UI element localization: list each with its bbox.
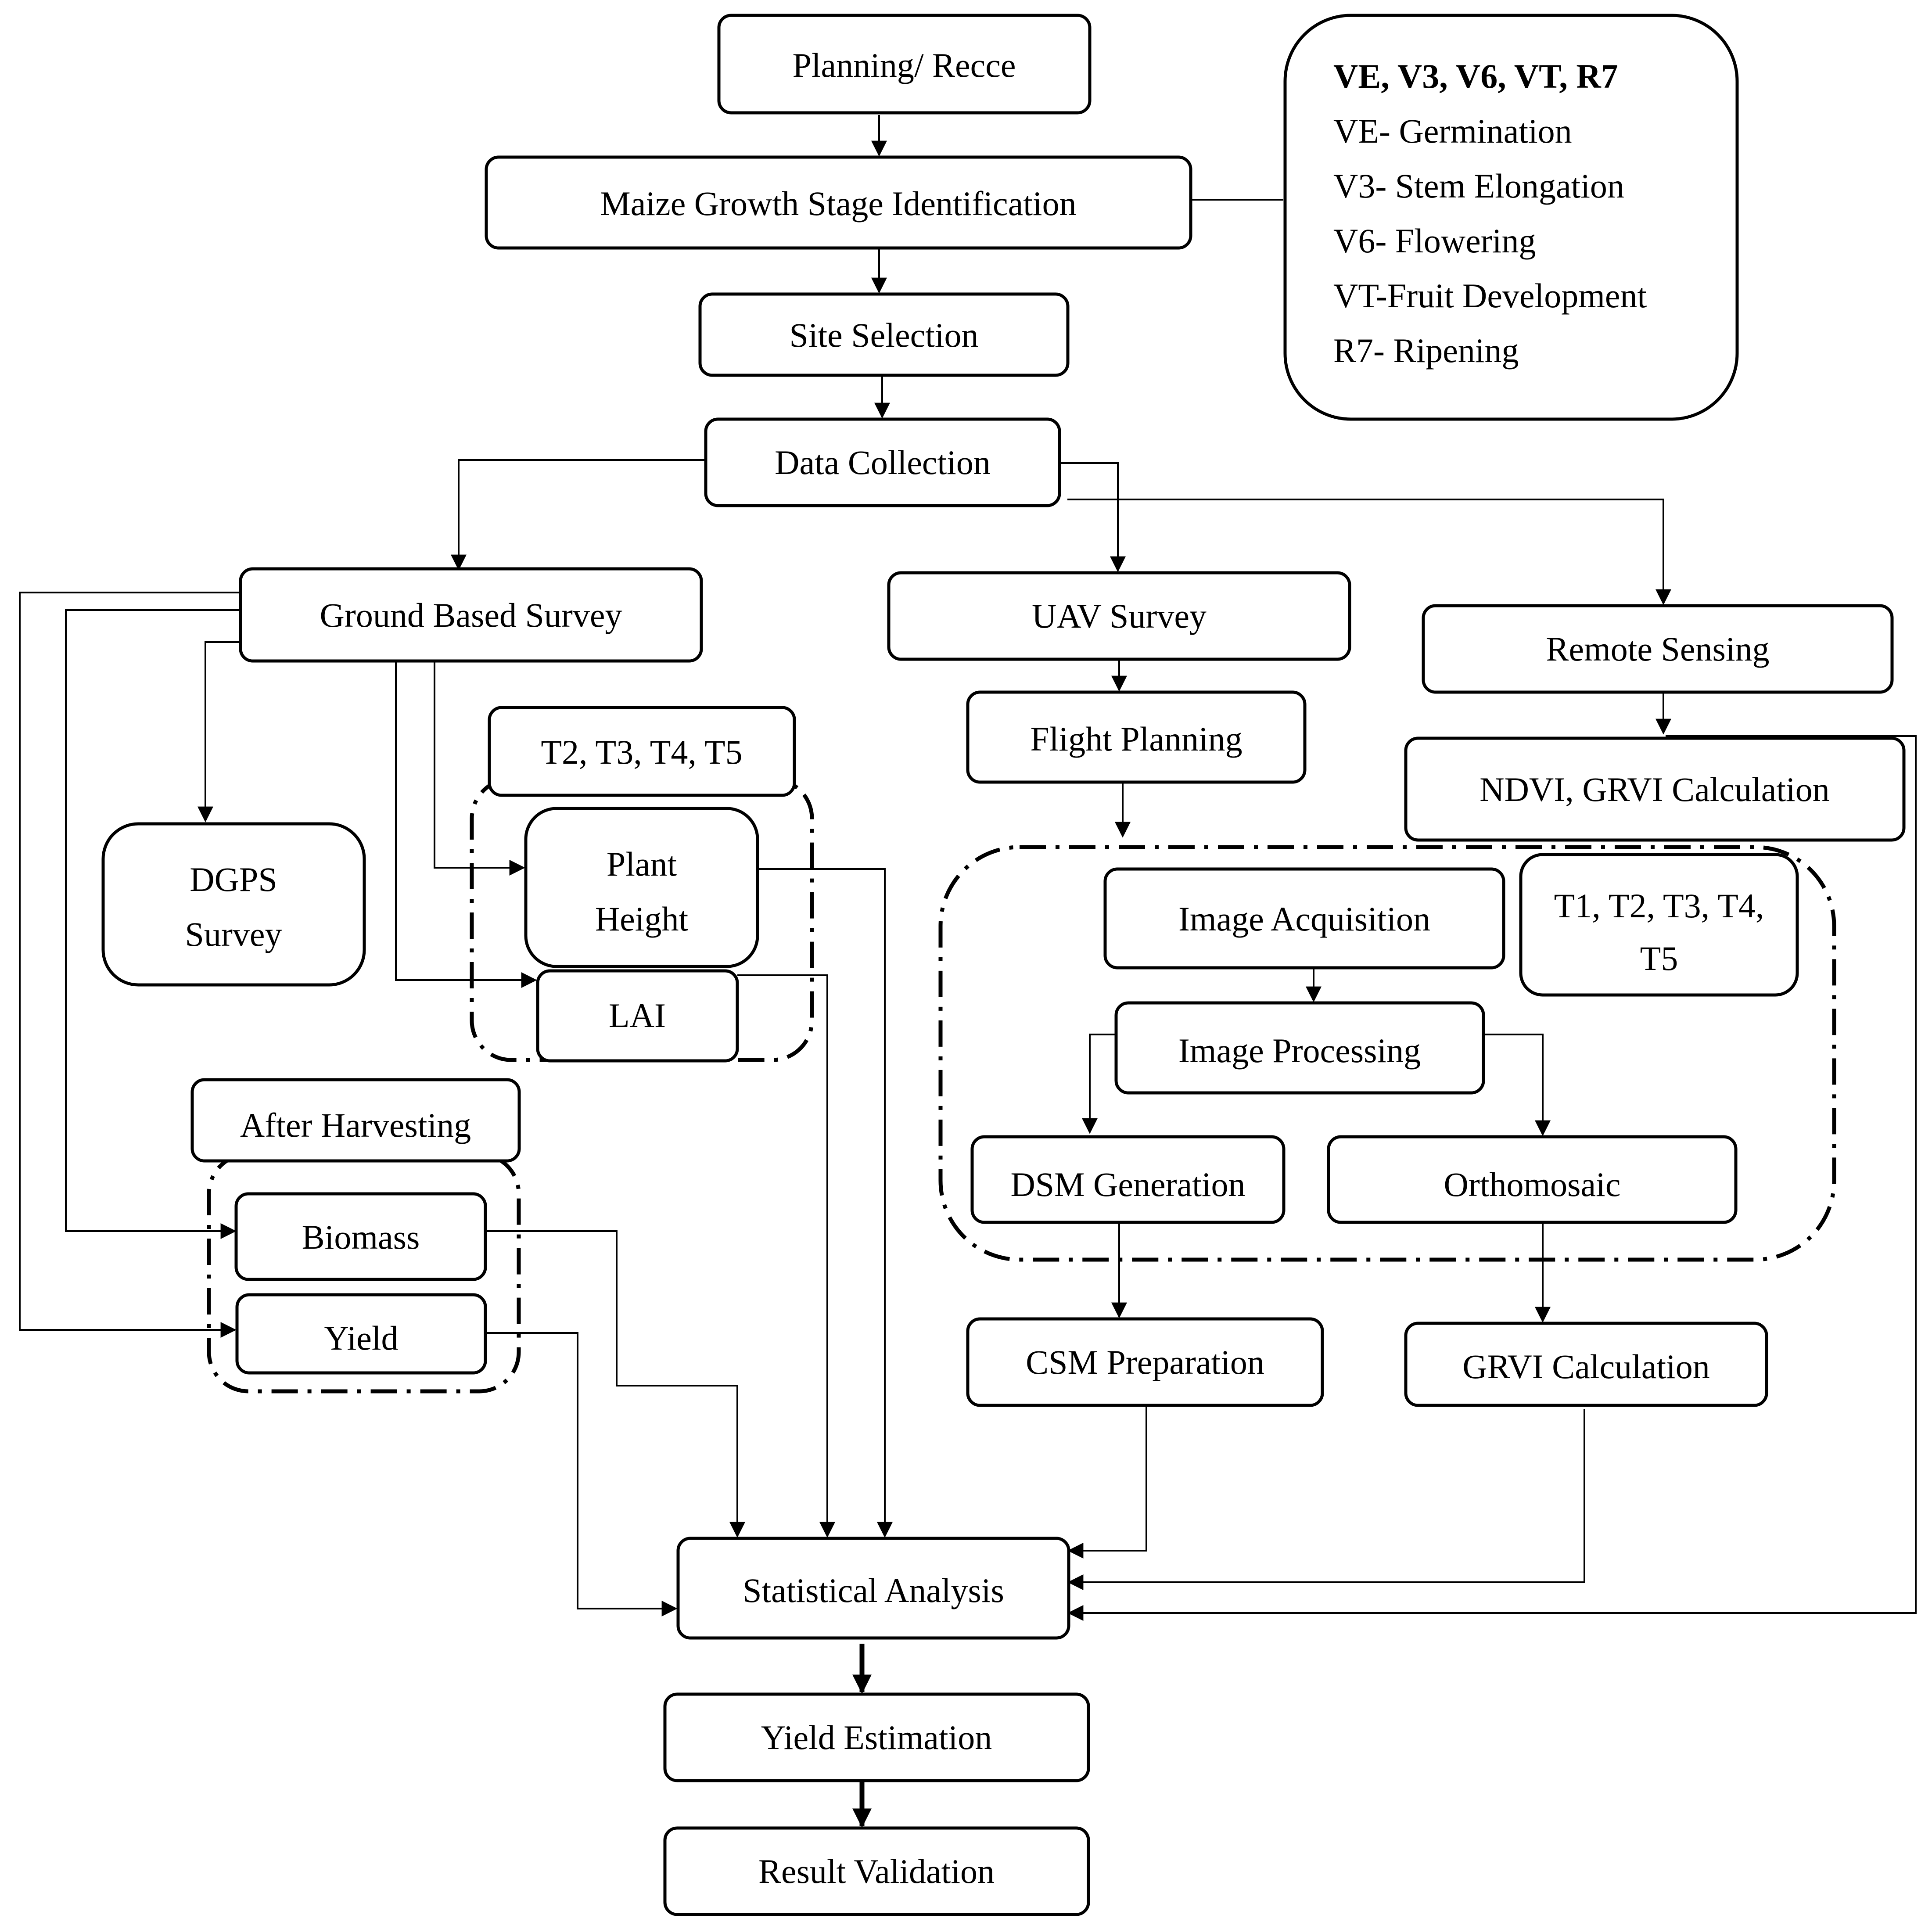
planning-label: Planning/ Recce <box>792 46 1016 84</box>
plant-height-label-line1: Plant <box>607 845 677 883</box>
grvi-calculation-label: GRVI Calculation <box>1462 1347 1709 1386</box>
data-collection-label: Data Collection <box>775 443 991 481</box>
flight-planning-box <box>966 690 1307 784</box>
image-acquisition-box <box>1103 867 1505 970</box>
t1-t5-label-line1: T1, T2, T3, T4, <box>1554 887 1764 925</box>
stage-item: R7- Ripening <box>1333 331 1519 370</box>
uav-survey-box <box>887 571 1351 661</box>
yield-box <box>235 1293 487 1375</box>
planning-box <box>717 14 1092 115</box>
lai-label: LAI <box>609 996 666 1034</box>
biomass-box <box>234 1192 487 1281</box>
stage-item: V6- Flowering <box>1333 222 1536 260</box>
t1-t5-box <box>1519 853 1799 997</box>
statistical-analysis-label: Statistical Analysis <box>743 1571 1004 1609</box>
plant-height-box <box>524 807 759 968</box>
remote-sensing-box <box>1422 604 1894 694</box>
stage-item: V3- Stem Elongation <box>1333 167 1624 205</box>
ndvi-grvi-label: NDVI, GRVI Calculation <box>1480 770 1829 808</box>
result-validation-label: Result Validation <box>758 1852 995 1890</box>
csm-preparation-label: CSM Preparation <box>1026 1343 1264 1381</box>
ground-survey-box <box>239 567 703 663</box>
growth-stage-box <box>485 155 1192 250</box>
result-validation-box <box>663 1826 1090 1916</box>
grvi-calculation-box <box>1404 1322 1768 1407</box>
dsm-generation-box <box>970 1135 1286 1224</box>
growth-stage-label: Maize Growth Stage Identification <box>600 184 1076 223</box>
yield-label: Yield <box>324 1319 399 1357</box>
data-collection-box <box>704 417 1061 507</box>
t2-t5-box <box>488 706 796 797</box>
ground-survey-label: Ground Based Survey <box>320 596 622 634</box>
image-processing-label: Image Processing <box>1178 1031 1421 1070</box>
t2-t5-label: T2, T3, T4, T5 <box>541 733 742 771</box>
stages-heading: VE, V3, V6, VT, R7 <box>1333 57 1618 95</box>
flight-planning-label: Flight Planning <box>1030 720 1242 758</box>
site-selection-label: Site Selection <box>789 316 978 354</box>
yield-estimation-label: Yield Estimation <box>761 1718 992 1756</box>
stage-item: VE- Germination <box>1333 112 1572 150</box>
ndvi-grvi-box <box>1404 736 1906 842</box>
remote-sensing-label: Remote Sensing <box>1546 630 1769 668</box>
yield-estimation-box <box>663 1692 1090 1782</box>
dgps-box <box>101 822 366 987</box>
stage-item: VT-Fruit Development <box>1333 277 1647 315</box>
dgps-label-line2: Survey <box>185 915 282 953</box>
group-uav-processing <box>938 845 1836 1262</box>
biomass-label: Biomass <box>302 1218 420 1256</box>
uav-survey-label: UAV Survey <box>1032 597 1207 635</box>
edges <box>19 115 1917 1828</box>
dsm-generation-label: DSM Generation <box>1010 1165 1245 1203</box>
site-selection-box <box>698 292 1070 377</box>
t1-t5-label-line2: T5 <box>1640 939 1678 977</box>
csm-preparation-box <box>966 1317 1324 1407</box>
image-acquisition-label: Image Acquisition <box>1178 900 1430 938</box>
lai-box <box>536 969 739 1063</box>
orthomosaic-label: Orthomosaic <box>1444 1165 1621 1203</box>
dgps-label-line1: DGPS <box>190 860 277 898</box>
orthomosaic-box <box>1327 1135 1738 1224</box>
stages-panel <box>1283 14 1739 421</box>
after-harvesting-box <box>190 1078 521 1163</box>
after-harvesting-label: After Harvesting <box>240 1106 471 1144</box>
statistical-analysis-box <box>676 1537 1070 1640</box>
plant-height-label-line2: Height <box>595 900 689 938</box>
image-processing-box <box>1114 1001 1485 1095</box>
